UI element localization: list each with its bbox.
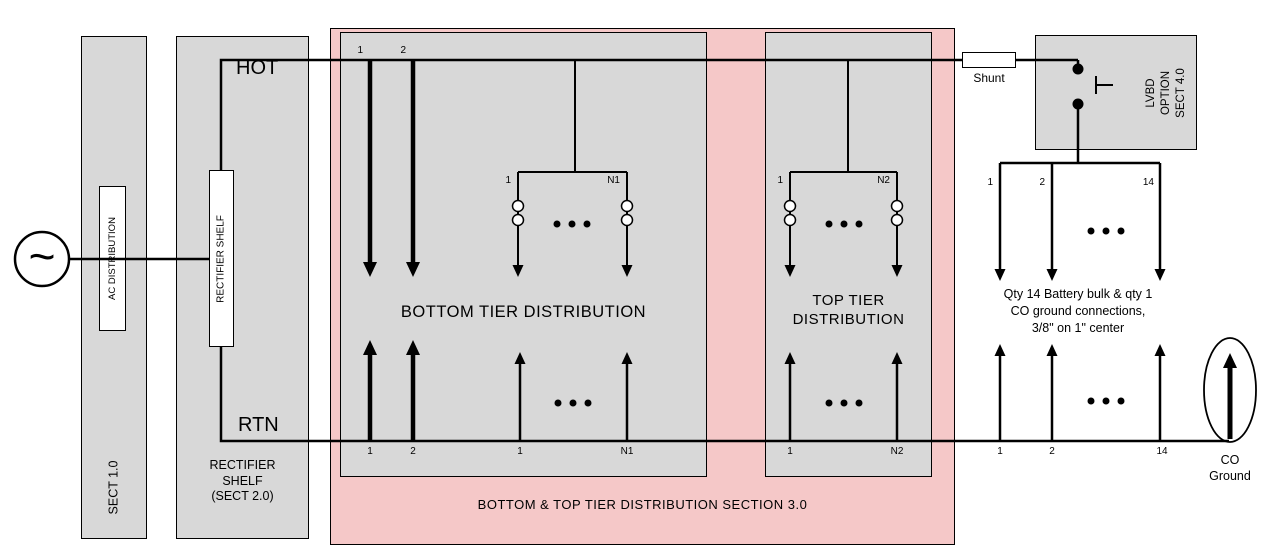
top-tier-feed-arrows — [784, 60, 903, 277]
bottom-tier-title: BOTTOM TIER DISTRIBUTION — [400, 303, 647, 321]
hot-wire — [219, 58, 962, 170]
bottom-tier-feed-label-2: 2 — [400, 45, 406, 56]
top-tier-return-label-1: 1 — [787, 446, 793, 457]
lvbd-label: LVBD OPTION SECT 4.0 — [1145, 68, 1187, 118]
battery-return-label-2: 2 — [1049, 446, 1055, 457]
battery-feed-label-2: 2 — [1039, 177, 1045, 188]
bottom-tier-return-label-3: 1 — [517, 446, 523, 457]
battery-feed-label-1: 1 — [987, 177, 993, 188]
ac-distribution-label: AC DISTRIBUTION — [107, 217, 118, 300]
section3-title: BOTTOM & TOP TIER DISTRIBUTION SECTION 3… — [477, 497, 808, 512]
battery-return-label-14: 14 — [1156, 446, 1168, 457]
bottom-tier-breaker-label-n1: N1 — [607, 175, 620, 186]
ac-source-symbol: ~ — [28, 230, 56, 282]
co-ground-label: CO Ground — [1209, 453, 1251, 483]
lvbd-contactor-icon — [1016, 58, 1113, 163]
rtn-label: RTN — [238, 414, 279, 436]
ac-source-icon — [13, 230, 209, 288]
top-tier-breaker-label-1: 1 — [777, 175, 783, 186]
sect1-label: SECT 1.0 — [106, 460, 121, 515]
hot-label: HOT — [236, 57, 279, 79]
top-tier-breaker-ellipsis-dots — [825, 220, 863, 228]
battery-note: Qty 14 Battery bulk & qty 1 CO ground co… — [1003, 287, 1153, 335]
top-tier-return-label-n2: N2 — [890, 446, 904, 457]
rectifier-shelf-inner-label: RECTIFIER SHELF — [215, 215, 227, 303]
bottom-tier-box — [340, 32, 707, 477]
top-tier-title: TOP TIER DISTRIBUTION — [792, 292, 905, 328]
battery-feed-arrows — [994, 161, 1166, 281]
rectifier-shelf-label: RECTIFIER SHELF (SECT 2.0) — [209, 458, 276, 503]
rtn-wire — [219, 347, 1229, 443]
top-tier-breaker-icons — [783, 199, 904, 227]
co-ground-icon — [1203, 337, 1257, 443]
bottom-tier-return-arrows — [363, 340, 633, 441]
battery-return-ellipsis-dots — [1087, 397, 1125, 405]
bottom-tier-breaker-ellipsis-dots — [553, 220, 591, 228]
bottom-tier-return-label-1: 1 — [367, 446, 373, 457]
battery-return-label-1: 1 — [997, 446, 1003, 457]
shunt-label: Shunt — [973, 71, 1005, 85]
bottom-tier-return-label-n1: N1 — [620, 446, 634, 457]
rectifier-shelf-inner-box — [209, 170, 234, 347]
bottom-tier-return-label-2: 2 — [410, 446, 416, 457]
bottom-tier-return-ellipsis-dots — [554, 399, 592, 407]
bottom-tier-feed-arrows — [363, 60, 633, 277]
bottom-tier-feed-label-1: 1 — [357, 45, 363, 56]
main-buses — [219, 58, 1229, 443]
top-tier-return-ellipsis-dots — [825, 399, 863, 407]
battery-feed-label-14: 14 — [1142, 177, 1154, 188]
bottom-tier-breaker-label-1: 1 — [505, 175, 511, 186]
lvbd-box — [1035, 35, 1197, 150]
battery-return-arrows — [994, 344, 1166, 441]
rectifier-shelf-box — [176, 36, 309, 539]
battery-feed-ellipsis-dots — [1087, 227, 1125, 235]
bottom-tier-breaker-icons — [511, 199, 634, 227]
shunt-box — [962, 52, 1016, 68]
top-tier-return-arrows — [784, 352, 903, 441]
top-tier-breaker-label-n2: N2 — [877, 175, 890, 186]
